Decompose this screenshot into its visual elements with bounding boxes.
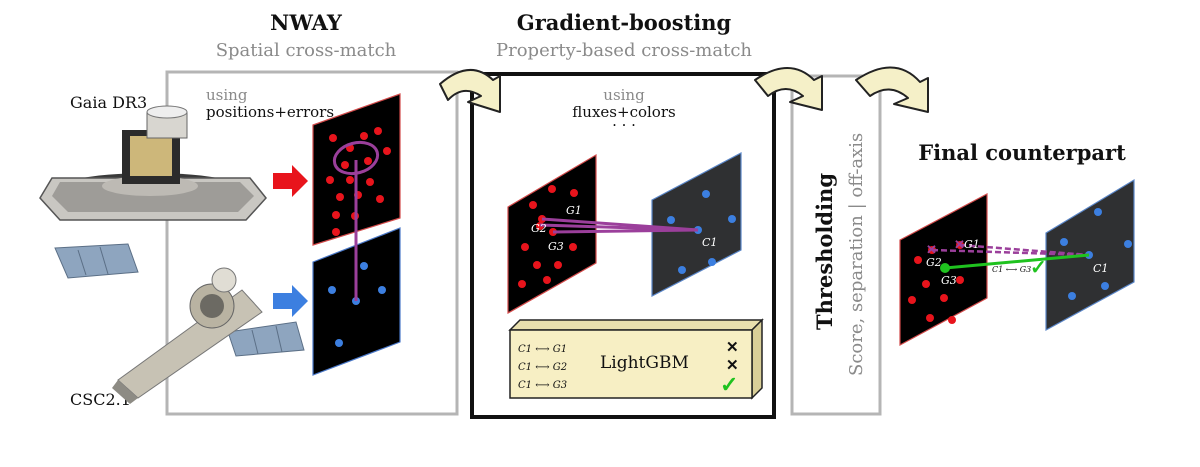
final-accepted-line — [944, 253, 1090, 270]
final-title: Final counterpart — [918, 140, 1126, 165]
gb-csc-source-2 — [667, 216, 675, 224]
nway-gaia-dots — [326, 127, 391, 236]
threshold-subtitle: Score, separation | off-axis — [846, 133, 867, 376]
gb-csc-field — [651, 152, 742, 297]
gaia-satellite-icon — [39, 105, 267, 221]
gb-method: fluxes+colors — [572, 103, 675, 121]
lightgbm-label: LightGBM — [600, 353, 689, 373]
final-gaia-source-6 — [956, 276, 964, 284]
gaia-source-14 — [332, 211, 340, 219]
accept-check-icon: ✓ — [720, 372, 738, 398]
final-csc-source-5 — [1068, 292, 1076, 300]
nway-panel — [165, 70, 459, 416]
lightgbm-box — [508, 318, 764, 400]
final-g3-label: G3 — [941, 274, 957, 287]
gaia-source-3 — [360, 132, 368, 140]
pair-2: C1 ⟷ G2 — [518, 362, 567, 373]
flow-arrow-2 — [754, 67, 823, 111]
csc-source-3 — [378, 286, 386, 294]
threshold-title: Thresholding — [812, 173, 837, 330]
gb-g3-label: G3 — [548, 240, 564, 253]
final-csc-source-4 — [1124, 240, 1132, 248]
final-csc-source-2 — [1060, 238, 1068, 246]
final-gaia-source-8 — [940, 294, 948, 302]
nway-csc-dots — [328, 262, 386, 347]
gb-gaia-source-12 — [543, 276, 551, 284]
gaia-arrow — [273, 165, 308, 197]
csc-arrow — [273, 285, 308, 317]
pair-1: C1 ⟷ G1 — [518, 344, 567, 355]
gaia-source-10 — [366, 178, 374, 186]
final-gaia-source-9 — [926, 314, 934, 322]
gb-gaia-source-11 — [518, 280, 526, 288]
gaia-source-13 — [376, 195, 384, 203]
gb-gaia-source-7 — [521, 243, 529, 251]
gb-title: Gradient-boosting — [517, 10, 732, 35]
csc-source-1 — [360, 262, 368, 270]
final-gaia-source-3 — [914, 256, 922, 264]
final-g2-label: G2 — [926, 256, 942, 269]
gb-line-g3 — [552, 228, 699, 234]
gb-csc-source-4 — [728, 215, 736, 223]
final-gaia-source-10 — [948, 316, 956, 324]
nway-method: positions+errors — [206, 103, 334, 121]
flow-arrow-1 — [439, 68, 501, 113]
gaia-source-8 — [326, 176, 334, 184]
gaia-source-1 — [329, 134, 337, 142]
gaia-label: Gaia DR3 — [70, 93, 147, 112]
gb-using: using — [603, 86, 645, 104]
gb-csc-dots — [667, 190, 736, 274]
final-match-label: C1 ⟷ G3 — [992, 265, 1031, 274]
final-csc-source-6 — [1101, 282, 1109, 290]
gb-gaia-source-2 — [570, 189, 578, 197]
final-csc-source-1 — [1094, 208, 1102, 216]
final-rejected-line-g2 — [959, 243, 1090, 257]
gb-gaia-source-1 — [548, 185, 556, 193]
final-reject-icon-2: ✕ — [954, 238, 965, 253]
gb-gaia-source-8 — [569, 243, 577, 251]
reject-icon-1: ✕ — [726, 338, 739, 356]
final-csc-dots — [1060, 208, 1132, 300]
gb-g2-label: G2 — [531, 222, 547, 235]
gb-panel — [470, 72, 776, 419]
final-reject-icon-1: ✕ — [926, 243, 937, 258]
gb-c1-label: C1 — [702, 236, 717, 249]
chandra-satellite-icon — [54, 243, 305, 404]
reject-icon-2: ✕ — [726, 356, 739, 374]
nway-subtitle: Spatial cross-match — [216, 40, 397, 61]
nway-title: NWAY — [270, 10, 343, 35]
flow-arrow-3 — [855, 66, 929, 113]
gaia-source-5 — [341, 161, 349, 169]
final-gaia-source-5 — [922, 280, 930, 288]
threshold-panel — [790, 74, 882, 416]
gaia-source-11 — [336, 193, 344, 201]
csc-label: CSC2.1 — [70, 390, 131, 409]
gaia-source-7 — [383, 147, 391, 155]
final-g1-label: G1 — [964, 238, 980, 251]
csc-source-5 — [335, 339, 343, 347]
final-accepted-source — [940, 263, 950, 273]
pair-3: C1 ⟷ G3 — [518, 380, 567, 391]
gaia-source-4 — [374, 127, 382, 135]
nway-match-ellipse — [332, 140, 380, 176]
gb-subtitle: Property-based cross-match — [496, 40, 752, 61]
gb-csc-source-1 — [702, 190, 710, 198]
final-accept-check-icon: ✓ — [1030, 255, 1047, 279]
gb-csc-source-6 — [708, 258, 716, 266]
final-c1-label: C1 — [1093, 262, 1108, 275]
gaia-source-16 — [332, 228, 340, 236]
final-gaia-source-7 — [908, 296, 916, 304]
nway-using: using — [206, 86, 248, 104]
gb-gaia-source-10 — [554, 261, 562, 269]
gb-gaia-source-3 — [529, 201, 537, 209]
gaia-source-9 — [346, 176, 354, 184]
gb-g1-label: G1 — [566, 204, 582, 217]
gb-gaia-source-9 — [533, 261, 541, 269]
gb-ellipsis: · · · — [612, 116, 636, 134]
gb-csc-source-5 — [678, 266, 686, 274]
csc-source-2 — [328, 286, 336, 294]
gaia-source-6 — [364, 157, 372, 165]
